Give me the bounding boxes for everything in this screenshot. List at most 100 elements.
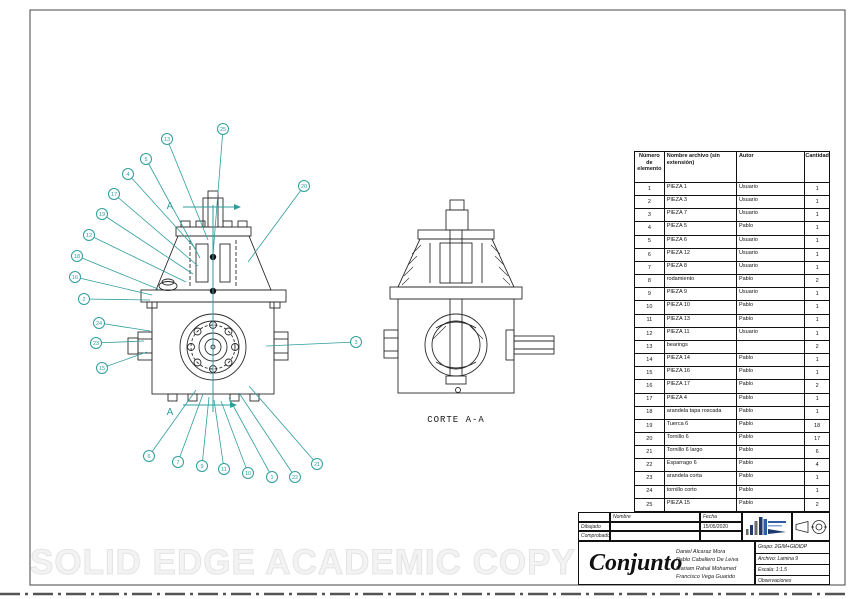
balloon-16[interactable]: 16 bbox=[69, 271, 153, 296]
titleblock-corner-cell bbox=[578, 512, 610, 522]
balloon-13[interactable]: 13 bbox=[161, 133, 209, 241]
balloon-17[interactable]: 17 bbox=[108, 188, 199, 267]
balloon-number: 7 bbox=[176, 460, 179, 466]
balloon-circle[interactable] bbox=[350, 336, 362, 348]
balloon-18[interactable]: 18 bbox=[71, 250, 159, 290]
balloon-circle[interactable] bbox=[140, 153, 152, 165]
drawn-label: Dibujado bbox=[578, 521, 610, 531]
checked-label: Comprobado bbox=[578, 531, 610, 541]
balloon-circle[interactable] bbox=[289, 471, 301, 483]
parts-table-cell: Tuerca 6 bbox=[663, 419, 736, 432]
balloon-circle[interactable] bbox=[311, 458, 323, 470]
balloon-circle[interactable] bbox=[83, 229, 95, 241]
balloon-21[interactable]: 21 bbox=[248, 385, 323, 470]
balloon-leader-line bbox=[83, 298, 151, 301]
balloon-circle[interactable] bbox=[266, 471, 278, 483]
section-view[interactable] bbox=[383, 199, 555, 394]
balloon-10[interactable]: 10 bbox=[220, 400, 254, 479]
parts-table-cell: Tornillo 6 largo bbox=[663, 446, 736, 459]
parts-table-cell: 1 bbox=[804, 393, 829, 406]
balloon-25[interactable]: 25 bbox=[212, 123, 229, 256]
balloon-circle[interactable] bbox=[93, 317, 105, 329]
parts-table-cell: 4 bbox=[804, 459, 829, 472]
balloon-circle[interactable] bbox=[71, 250, 83, 262]
balloon-12[interactable]: 12 bbox=[83, 229, 187, 283]
parts-table-cell: PIEZA 9 bbox=[663, 288, 736, 301]
parts-table-cell: 2 bbox=[804, 380, 829, 393]
balloon-circle[interactable] bbox=[143, 450, 155, 462]
parts-table-cell: Pablo bbox=[735, 472, 804, 485]
balloon-number: 17 bbox=[111, 192, 117, 198]
section-marker-A: A bbox=[167, 201, 241, 212]
balloon-circle[interactable] bbox=[78, 293, 90, 305]
balloon-circle[interactable] bbox=[218, 463, 230, 475]
parts-table-cell: Pablo bbox=[735, 406, 804, 419]
parts-table-cell: PIEZA 4 bbox=[663, 393, 736, 406]
balloon-number: 6 bbox=[147, 454, 150, 460]
balloon-leader-line bbox=[95, 340, 145, 344]
balloon-circle[interactable] bbox=[217, 123, 229, 135]
balloon-4[interactable]: 4 bbox=[122, 168, 196, 249]
balloon-1[interactable]: 1 bbox=[228, 397, 278, 483]
parts-table-cell: arandela tapa roscada bbox=[663, 406, 736, 419]
parts-table-cell: 2 bbox=[804, 340, 829, 354]
balloon-9[interactable]: 9 bbox=[196, 396, 210, 472]
balloon-number: 1 bbox=[270, 475, 273, 481]
balloon-6[interactable]: 6 bbox=[143, 389, 197, 462]
parts-table-cell: 18 bbox=[646, 409, 653, 416]
balloon-24[interactable]: 24 bbox=[93, 317, 151, 332]
balloon-number: 10 bbox=[245, 471, 251, 477]
balloon-20[interactable]: 20 bbox=[247, 180, 310, 263]
balloon-circle[interactable] bbox=[90, 337, 102, 349]
section-marker-label: A bbox=[167, 407, 174, 418]
balloon-circle[interactable] bbox=[242, 467, 254, 479]
balloon-2[interactable]: 2 bbox=[78, 293, 151, 305]
balloon-3[interactable]: 3 bbox=[265, 336, 362, 348]
balloon-circle[interactable] bbox=[172, 456, 184, 468]
balloon-22[interactable]: 22 bbox=[238, 392, 301, 483]
parts-table-cell: Pablo bbox=[735, 432, 804, 446]
parts-table-header-cell: Autor bbox=[735, 152, 804, 182]
balloon-circle[interactable] bbox=[96, 208, 108, 220]
parts-table-cell: 15 bbox=[646, 369, 653, 376]
parts-table-cell: Tornillo 6 bbox=[663, 432, 736, 446]
parts-table-cell: 2 bbox=[804, 275, 829, 288]
projection-circles-icon bbox=[811, 519, 828, 534]
balloon-circle[interactable] bbox=[161, 133, 173, 145]
balloon-circle[interactable] bbox=[96, 362, 108, 374]
balloon-circle[interactable] bbox=[122, 168, 134, 180]
parts-table-cell: Pablo bbox=[735, 301, 804, 314]
balloon-19[interactable]: 19 bbox=[96, 208, 194, 275]
balloon-circle[interactable] bbox=[69, 271, 81, 283]
parts-table-cell: PIEZA 13 bbox=[663, 314, 736, 327]
balloon-circle[interactable] bbox=[196, 460, 208, 472]
title-cell: Conjunto bbox=[578, 541, 755, 585]
parts-table-cell: 1 bbox=[804, 301, 829, 314]
front-view[interactable] bbox=[127, 190, 289, 402]
parts-table-cell: 21 bbox=[646, 448, 653, 455]
balloon-leader-line bbox=[145, 158, 201, 259]
parts-table-cell: 24 bbox=[646, 488, 653, 495]
balloon-circle[interactable] bbox=[108, 188, 120, 200]
balloon-15[interactable]: 15 bbox=[96, 351, 148, 374]
section-caption: CORTE A-A bbox=[427, 415, 485, 425]
parts-table-cell: PIEZA 14 bbox=[663, 354, 736, 367]
parts-table-cell: 12 bbox=[646, 330, 653, 337]
balloon-5[interactable]: 5 bbox=[140, 153, 201, 259]
parts-table-cell: PIEZA 12 bbox=[663, 248, 736, 261]
balloon-circle[interactable] bbox=[298, 180, 310, 192]
balloon-leader-line bbox=[247, 185, 305, 263]
balloon-23[interactable]: 23 bbox=[90, 337, 145, 349]
balloon-11[interactable]: 11 bbox=[213, 399, 230, 475]
